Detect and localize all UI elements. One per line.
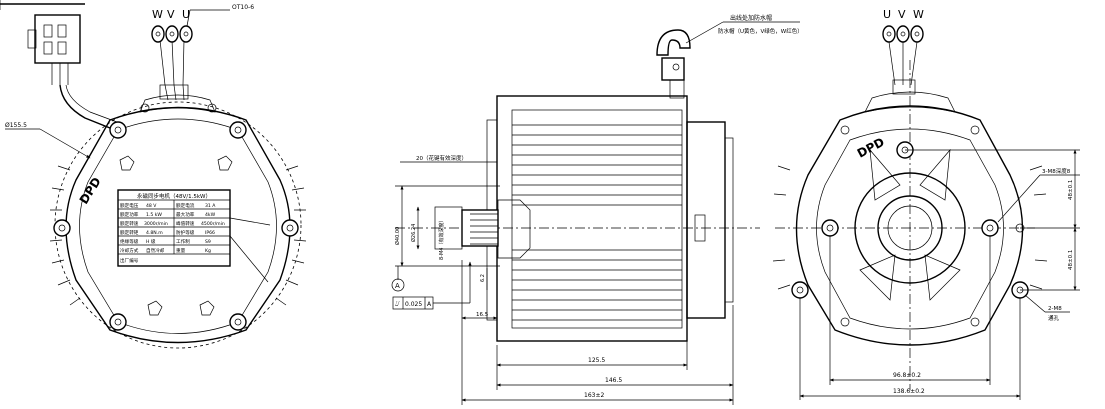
nameplate-title: 永磁同步电机（48V/1.5kW） — [137, 192, 211, 200]
motor-housing-rear — [772, 105, 1048, 346]
side-view: 出线处加防水帽 防水帽（U黄色，V绿色，W红色） 20（花键有效深度） Ø40.… — [391, 14, 803, 405]
np-r5-c2: 重量 — [176, 247, 186, 254]
dim-dia-2: Ø26.24 — [410, 224, 417, 242]
np-r5-c1: 自然冷却 — [146, 247, 165, 254]
dim-dia-1: Ø40.00 — [394, 227, 401, 245]
dim-h1: 96.8±0.2 — [893, 372, 921, 379]
dim-146: 146.5 — [605, 377, 622, 384]
phase-label-u-front: U — [182, 8, 190, 21]
cable-note-2: 防水帽（U黄色，V绿色，W红色） — [718, 27, 803, 35]
hole-note-3: 通孔 — [1048, 314, 1060, 322]
np-r1-c0: 额定功率 — [120, 211, 139, 218]
dim-h2: 138.6±0.2 — [893, 388, 925, 395]
np-r4-c2: 工作制 — [176, 238, 190, 245]
brand-logo-front: DPD — [77, 175, 104, 207]
phase-label-w-front: W — [152, 8, 163, 21]
np-r0-c2: 额定电流 — [176, 202, 195, 209]
spline-label: 8-M4（有效深度） — [438, 218, 445, 260]
datum-a: A — [395, 282, 400, 290]
dim-125: 125.5 — [588, 357, 605, 364]
tolerance-datum: A — [427, 301, 432, 308]
tolerance-value: 0.025 — [405, 301, 422, 308]
np-r1-c2: 最大功率 — [176, 211, 195, 218]
motor-body-side — [486, 95, 734, 342]
np-r6-c0: 出厂编号 — [120, 257, 139, 264]
dim-small-1: 6.2 — [480, 274, 486, 282]
np-r4-c3: S9 — [205, 239, 211, 245]
mount-bosses-front — [53, 103, 299, 331]
dim-v1: 48±0.1 — [1068, 180, 1074, 200]
np-r1-c1: 1.5 kW — [146, 212, 162, 218]
front-view: W V U OT10-6 Ø155.5 DPD 永磁同步电机（48V/1.5kW… — [0, 0, 307, 349]
np-r0-c0: 额定电压 — [120, 202, 139, 209]
phase-wires-rear — [864, 25, 956, 113]
hole-note-1: 3-M8深度8 — [1042, 167, 1071, 175]
np-r2-c3: 4500r/min — [201, 221, 225, 227]
np-r0-c1: 48 V — [146, 203, 157, 209]
np-r3-c1: 4.8N.m — [146, 230, 163, 236]
phase-label-v-front: V — [167, 8, 175, 21]
np-r2-c1: 3000r/min — [144, 221, 168, 227]
np-r4-c1: H 级 — [146, 238, 156, 245]
np-r2-c2: 峰值转速 — [176, 220, 195, 227]
terminal-callout: OT10-6 — [232, 4, 254, 11]
cable-gland — [656, 21, 800, 99]
dim-v2: 48±0.1 — [1068, 250, 1074, 270]
np-r5-c3: Kg — [205, 248, 211, 254]
np-r3-c3: IP66 — [205, 230, 215, 236]
dim-163: 163±2 — [584, 392, 604, 399]
tolerance-frame — [392, 261, 472, 310]
np-r3-c2: 防护等级 — [176, 229, 195, 236]
tolerance-symbol: ⌰ — [395, 300, 400, 308]
np-r0-c3: 31 A — [205, 203, 216, 209]
np-r2-c0: 额定转速 — [120, 220, 139, 227]
connector-plug — [27, 14, 126, 133]
hole-note-2: 2-M8 — [1048, 306, 1062, 312]
depth-note: 20（花键有效深度） — [416, 154, 467, 162]
rear-view: U V W — [772, 8, 1080, 400]
np-r4-c0: 绝缘等级 — [120, 238, 139, 245]
dim-small-2: 16.5 — [476, 312, 489, 318]
phase-wires-front — [139, 9, 230, 113]
phase-label-v-rear: V — [898, 8, 906, 21]
output-shaft — [434, 199, 531, 259]
nameplate — [117, 189, 271, 283]
phase-label-u-rear: U — [883, 8, 891, 21]
phase-label-w-rear: W — [913, 8, 924, 21]
np-r3-c0: 额定转矩 — [120, 229, 139, 236]
np-r1-c3: 4kW — [205, 212, 216, 218]
cable-note-1: 出线处加防水帽 — [730, 14, 772, 22]
np-r5-c0: 冷却方式 — [120, 247, 139, 254]
diameter-callout: Ø155.5 — [5, 122, 27, 129]
